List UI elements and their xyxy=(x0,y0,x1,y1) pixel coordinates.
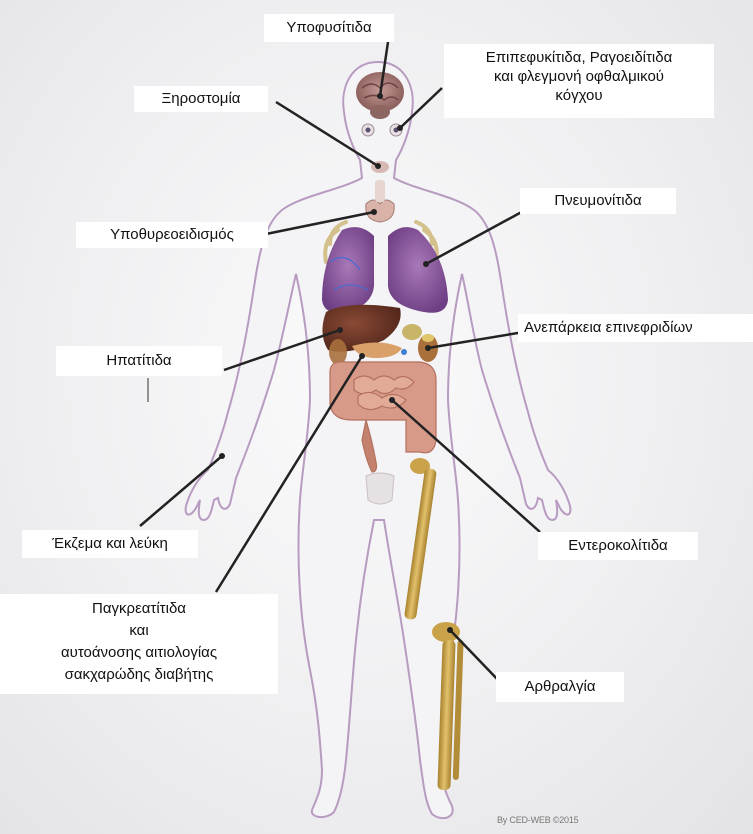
label-hypothyroidism: Υποθυρεοειδισμός xyxy=(76,222,268,248)
label-eye-line3: κόγχου xyxy=(444,86,714,105)
label-adrenal-insufficiency: Ανεπάρκεια επινεφριδίων xyxy=(518,314,753,342)
label-pancreas-line3: αυτοάνοσης αιτιολογίας xyxy=(0,642,278,664)
label-pancreas-line1: Παγκρεατίτιδα xyxy=(0,598,278,620)
label-eye-line2: και φλεγμονή οφθαλμικού xyxy=(444,67,714,86)
label-eczema-vitiligo: Έκζεμα και λεύκη xyxy=(22,530,198,558)
label-eye-inflammation: Επιπεφυκίτιδα, Ραγοειδίτιδα και φλεγμονή… xyxy=(444,44,714,118)
label-enterocolitis: Εντεροκολίτιδα xyxy=(538,532,698,560)
label-xerostomia: Ξηροστομία xyxy=(134,86,268,112)
label-pancreas-line2: και xyxy=(0,620,278,642)
copyright-text: By CED-WEB ©2015 xyxy=(497,815,578,825)
thyroid xyxy=(366,200,394,222)
label-pancreas-line4: σακχαρώδης διαβήτης xyxy=(0,664,278,686)
label-arthralgia: Αρθραλγία xyxy=(496,672,624,702)
bladder xyxy=(366,473,394,504)
body-outline xyxy=(186,62,571,818)
label-hypophysitis: Υποφυσίτιδα xyxy=(264,14,394,42)
label-pancreatitis-diabetes: Παγκρεατίτιδα και αυτοάνοσης αιτιολογίας… xyxy=(0,594,278,694)
label-eye-line1: Επιπεφυκίτιδα, Ραγοειδίτιδα xyxy=(444,48,714,67)
label-hepatitis: Ηπατίτιδα xyxy=(56,346,222,376)
label-pneumonitis: Πνευμονίτιδα xyxy=(520,188,676,214)
